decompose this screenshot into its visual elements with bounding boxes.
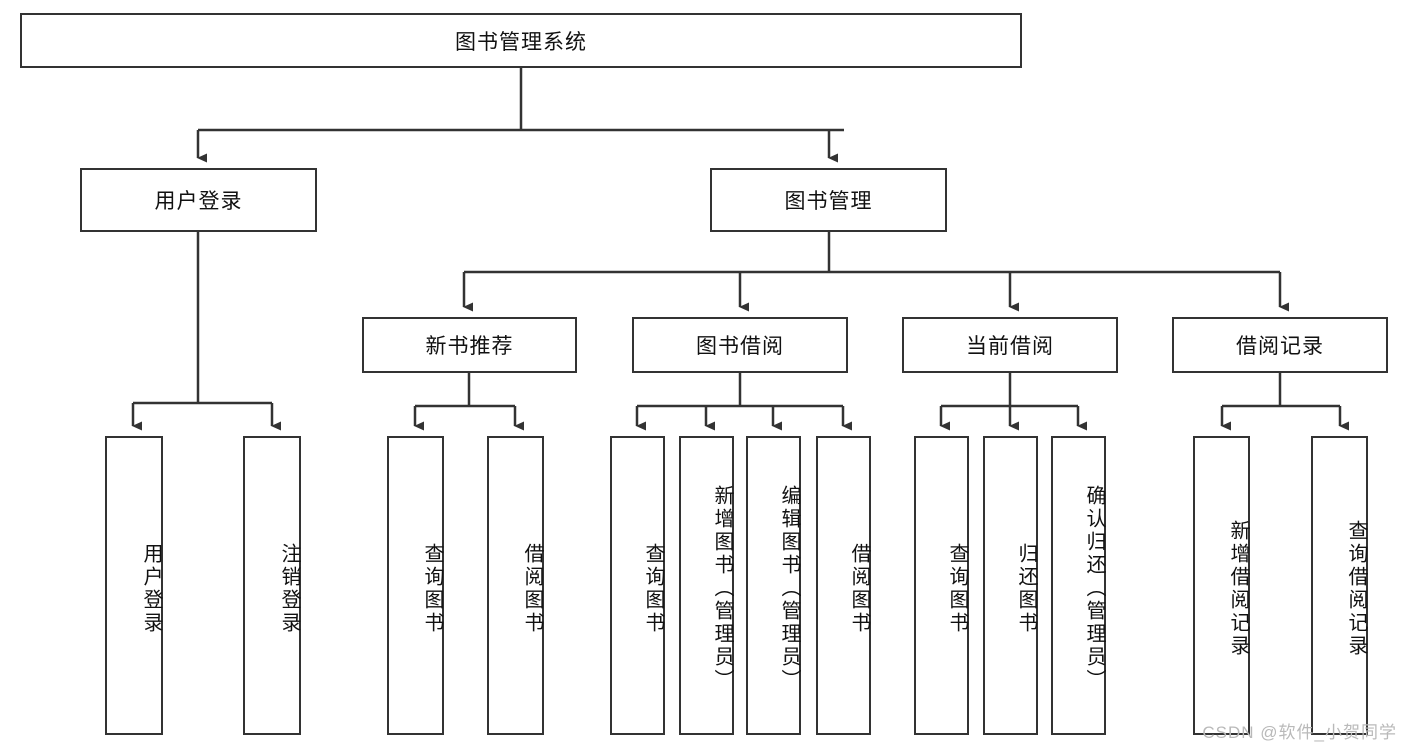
leaf-query-book-2[interactable]: 查询图书 bbox=[610, 436, 665, 735]
leaf-query-book-1-label: 查询图书 bbox=[421, 542, 443, 635]
leaf-confirm-return[interactable]: 确认归还（管理员） bbox=[1051, 436, 1106, 735]
node-user-login[interactable]: 用户登录 bbox=[80, 168, 317, 232]
leaf-borrow-book-2[interactable]: 借阅图书 bbox=[816, 436, 871, 735]
leaf-borrow-book-1-label: 借阅图书 bbox=[521, 542, 543, 635]
node-book-borrow[interactable]: 图书借阅 bbox=[632, 317, 848, 373]
leaf-query-record[interactable]: 查询借阅记录 bbox=[1311, 436, 1368, 735]
node-new-book-rec-label: 新书推荐 bbox=[425, 335, 514, 358]
node-borrow-record-label: 借阅记录 bbox=[1236, 335, 1324, 358]
leaf-return-book[interactable]: 归还图书 bbox=[983, 436, 1038, 735]
node-borrow-record[interactable]: 借阅记录 bbox=[1172, 317, 1388, 373]
node-book-manage-label: 图书管理 bbox=[784, 190, 873, 213]
leaf-add-book-label: 新增图书（管理员） bbox=[711, 485, 733, 692]
node-book-borrow-label: 图书借阅 bbox=[696, 335, 784, 358]
node-root[interactable]: 图书管理系统 bbox=[20, 13, 1022, 68]
leaf-user-login[interactable]: 用户登录 bbox=[105, 436, 163, 735]
leaf-user-logout-label: 注销登录 bbox=[278, 542, 300, 635]
leaf-borrow-book-1[interactable]: 借阅图书 bbox=[487, 436, 544, 735]
leaf-add-record-label: 新增借阅记录 bbox=[1227, 519, 1249, 658]
leaf-user-login-label: 用户登录 bbox=[140, 542, 162, 635]
node-current-borrow[interactable]: 当前借阅 bbox=[902, 317, 1118, 373]
leaf-query-book-1[interactable]: 查询图书 bbox=[387, 436, 444, 735]
node-new-book-rec[interactable]: 新书推荐 bbox=[362, 317, 577, 373]
leaf-add-record[interactable]: 新增借阅记录 bbox=[1193, 436, 1250, 735]
leaf-edit-book[interactable]: 编辑图书（管理员） bbox=[746, 436, 801, 735]
leaf-query-book-3[interactable]: 查询图书 bbox=[914, 436, 969, 735]
leaf-confirm-return-label: 确认归还（管理员） bbox=[1083, 485, 1105, 692]
node-root-label: 图书管理系统 bbox=[455, 30, 587, 54]
leaf-query-book-2-label: 查询图书 bbox=[642, 542, 664, 635]
leaf-query-record-label: 查询借阅记录 bbox=[1345, 519, 1367, 658]
node-book-manage[interactable]: 图书管理 bbox=[710, 168, 947, 232]
leaf-borrow-book-2-label: 借阅图书 bbox=[848, 542, 870, 635]
leaf-add-book[interactable]: 新增图书（管理员） bbox=[679, 436, 734, 735]
node-user-login-label: 用户登录 bbox=[154, 190, 243, 213]
leaf-return-book-label: 归还图书 bbox=[1015, 542, 1037, 635]
leaf-edit-book-label: 编辑图书（管理员） bbox=[778, 485, 800, 692]
leaf-user-logout[interactable]: 注销登录 bbox=[243, 436, 301, 735]
node-current-borrow-label: 当前借阅 bbox=[966, 335, 1054, 358]
leaf-query-book-3-label: 查询图书 bbox=[946, 542, 968, 635]
